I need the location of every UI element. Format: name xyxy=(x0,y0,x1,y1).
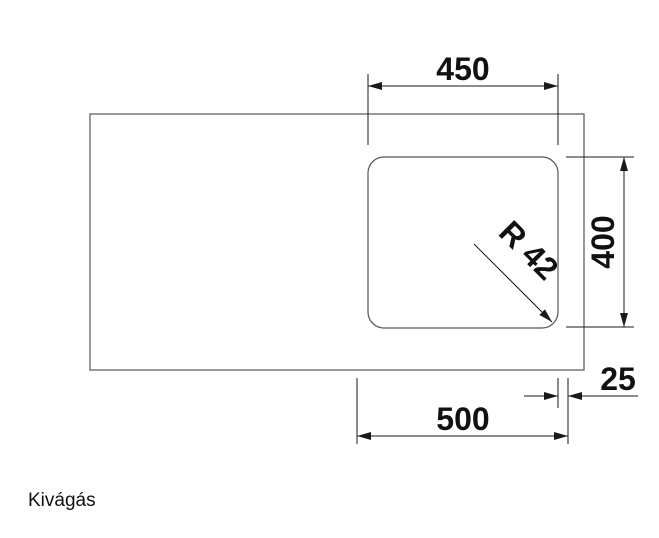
caption-label: Kivágás xyxy=(28,490,96,511)
dimension-label-25: 25 xyxy=(600,361,636,397)
dimension-label-500: 500 xyxy=(436,401,489,437)
dimension-500: 500 xyxy=(356,378,569,444)
dimension-radius: R 42 xyxy=(473,214,565,323)
countertop-outline xyxy=(89,113,585,371)
dimension-label-450: 450 xyxy=(436,51,489,87)
dimension-450: 450 xyxy=(367,51,559,145)
dimension-label-400: 400 xyxy=(585,215,621,268)
dimension-25: 25 xyxy=(524,361,638,408)
dimension-400: 400 xyxy=(566,156,634,328)
sink-bowl-outline xyxy=(367,156,559,329)
dimension-label-radius: R 42 xyxy=(492,214,565,287)
